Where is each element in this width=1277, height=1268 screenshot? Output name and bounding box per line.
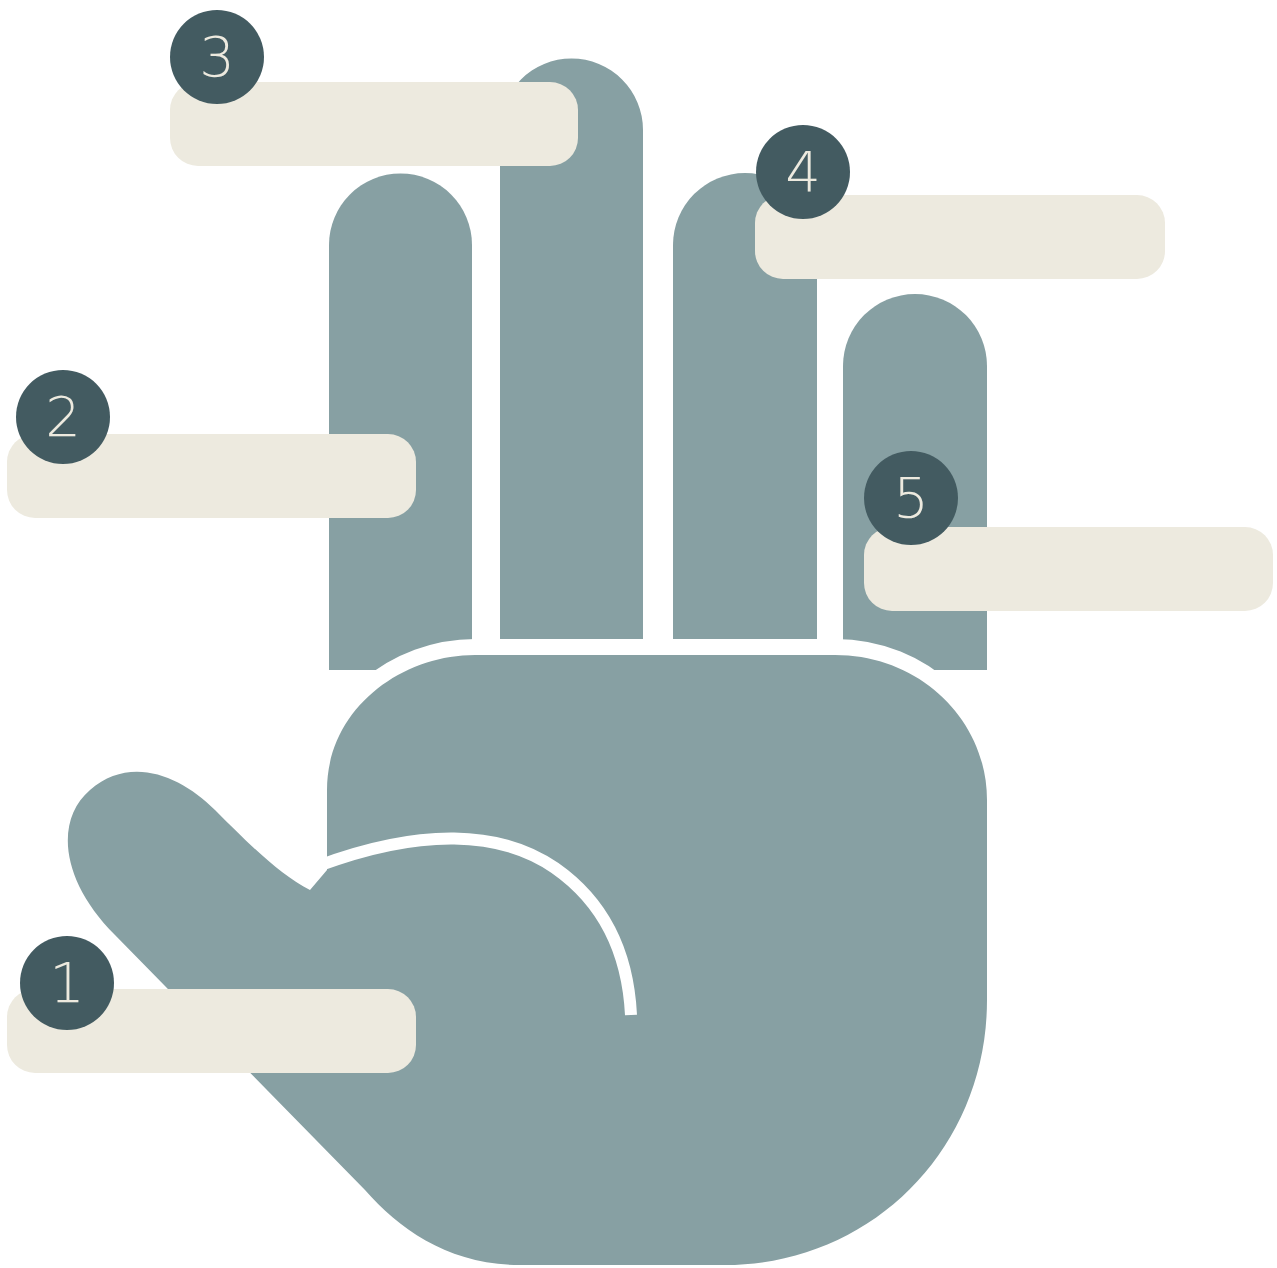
palm — [68, 655, 987, 1265]
callout-circle: 1 — [20, 936, 114, 1030]
callout-circle: 4 — [756, 125, 850, 219]
callout-number: 1 — [49, 955, 85, 1011]
callout-number: 2 — [45, 389, 81, 445]
callout-circle: 2 — [16, 370, 110, 464]
callout-number: 4 — [785, 144, 821, 200]
callout-number: 3 — [199, 29, 235, 85]
callout-circle: 5 — [864, 451, 958, 545]
callout-circle: 3 — [170, 10, 264, 104]
index-finger — [329, 173, 472, 670]
little-finger — [843, 294, 987, 670]
callout-number: 5 — [893, 470, 929, 526]
palm-gap — [68, 655, 987, 1265]
thumb-crease — [318, 838, 631, 1015]
